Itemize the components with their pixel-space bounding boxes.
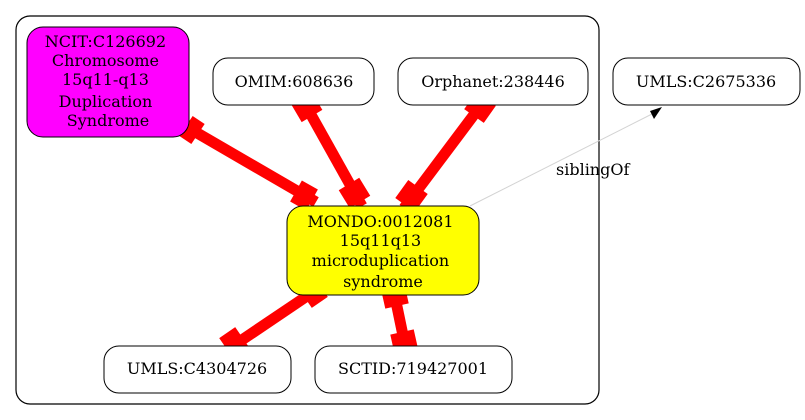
node-label-line: Syndrome: [67, 111, 149, 130]
node-mondo-0012081[interactable]: MONDO:0012081 15q11q13 microduplication …: [286, 205, 480, 296]
node-box: [103, 345, 292, 394]
svg-text:NCIT:C126692 Chromosome: NCIT:C126692 Chromosome 15q11-q13 Duplic…: [45, 32, 171, 130]
node-ncit-c126692[interactable]: NCIT:C126692 Chromosome 15q11-q13 Duplic…: [26, 26, 190, 138]
node-box: [212, 57, 375, 106]
node-label-line: syndrome: [343, 272, 423, 291]
edge-orphanet-mondo: [395, 92, 496, 213]
node-orphanet-238446[interactable]: Orphanet:238446: [397, 57, 589, 106]
edge-mondo-sctid: [381, 285, 418, 353]
node-label: UMLS:C2675336: [636, 72, 776, 91]
node-label-line: 15q11q13: [340, 231, 422, 250]
node-umls-c2675336[interactable]: UMLS:C2675336: [612, 57, 801, 106]
edge-mondo-umls-c4304726: [219, 277, 328, 358]
sibling-edge-label: siblingOf: [556, 160, 630, 179]
node-label: SCTID:719427001: [338, 359, 488, 378]
node-box: [286, 205, 480, 296]
node-box: [314, 345, 513, 394]
node-box: [612, 57, 801, 106]
node-label-line: microduplication: [312, 251, 450, 270]
node-label-line: NCIT:C126692: [45, 32, 166, 51]
arrowhead-icon: [650, 107, 662, 119]
node-label-line: MONDO:0012081: [307, 212, 453, 231]
node-label-line: Chromosome: [52, 51, 159, 70]
node-sctid-719427001[interactable]: SCTID:719427001: [314, 345, 513, 394]
edge-sibling-of: siblingOf: [469, 107, 662, 207]
node-label: Orphanet:238446: [421, 72, 565, 91]
node-label: OMIM:608636: [235, 72, 354, 91]
node-label: UMLS:C4304726: [127, 359, 267, 378]
svg-text:MONDO:0012081 15q11q13: MONDO:0012081 15q11q13 microduplication …: [307, 212, 458, 291]
node-omim-608636[interactable]: OMIM:608636: [212, 57, 375, 106]
node-umls-c4304726[interactable]: UMLS:C4304726: [103, 345, 292, 394]
node-box: [26, 26, 190, 138]
node-label-line: Duplication: [59, 92, 153, 111]
cluster-box: [15, 15, 600, 405]
node-box: [397, 57, 589, 106]
node-label-line: 15q11-q13: [62, 70, 149, 89]
edge-ncit-mondo: [179, 116, 319, 211]
